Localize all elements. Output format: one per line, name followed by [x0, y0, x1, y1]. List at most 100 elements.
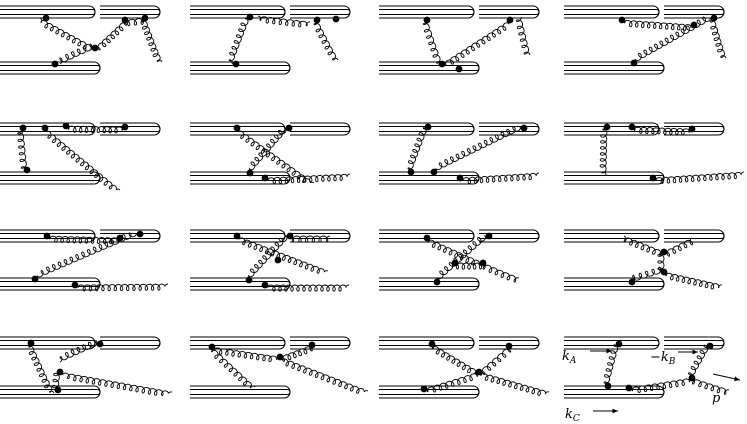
gluon-line	[422, 19, 443, 65]
gluon-line	[28, 342, 55, 394]
gluon-line	[631, 266, 665, 283]
gluon-line	[652, 171, 745, 185]
outer-line	[190, 5, 286, 19]
outer-line	[664, 336, 725, 350]
panel-11	[379, 229, 540, 291]
vertex-dot	[630, 59, 638, 67]
vertex-dot	[56, 368, 64, 376]
vertex-dot	[27, 339, 35, 347]
vertex-dot	[121, 123, 129, 131]
gluon-line	[17, 129, 28, 171]
panel-13	[0, 336, 161, 399]
top-left-line	[379, 5, 475, 19]
vertex-dot	[308, 341, 316, 349]
arrow-kC	[593, 408, 618, 414]
top-left-line	[564, 122, 660, 136]
gluon-line	[623, 235, 665, 257]
vertex-dot	[246, 13, 254, 21]
vertex-dot	[438, 60, 446, 68]
vertex-dot	[475, 368, 483, 376]
arrow-p	[712, 373, 741, 382]
vertex-dot	[649, 174, 657, 182]
gluon-line	[436, 235, 490, 283]
gluon-line	[478, 371, 550, 396]
top-left-line	[190, 336, 286, 350]
gluon-line	[433, 126, 525, 173]
vertex-dot	[54, 386, 62, 394]
vertex-dot	[96, 340, 104, 348]
vertex-dot	[43, 232, 51, 240]
arrow-head	[612, 408, 618, 414]
vertex-dot	[420, 385, 428, 393]
panel-15	[379, 336, 540, 399]
inner-line	[379, 388, 480, 396]
label-kC: kC	[565, 407, 580, 424]
outer-line	[379, 5, 475, 19]
gluon-line	[51, 371, 61, 391]
gluon-line	[211, 346, 256, 389]
bottom-line	[190, 385, 291, 399]
outer-line	[564, 336, 660, 350]
inner-line	[190, 64, 291, 72]
inner-line	[190, 280, 291, 288]
vertex-dot	[625, 384, 633, 392]
arrow-head	[606, 348, 612, 354]
gluon-line	[482, 262, 520, 283]
gluon-line	[407, 126, 429, 173]
inner-line	[290, 125, 351, 133]
bottom-line	[379, 385, 480, 399]
top-left-line	[379, 229, 475, 243]
arrow-kB	[678, 349, 698, 355]
gluon-line	[279, 344, 313, 362]
outer-line	[564, 171, 665, 185]
outer-line	[379, 61, 480, 75]
inner-line	[564, 339, 660, 347]
inner-line	[564, 232, 660, 240]
top-left-line	[0, 122, 96, 136]
gluon-line	[124, 17, 146, 27]
vertex-dot	[71, 281, 79, 289]
inner-line	[664, 125, 725, 133]
bottom-line	[0, 61, 101, 75]
top-left-line	[379, 336, 475, 350]
top-right-line	[290, 5, 351, 19]
outer-line	[290, 122, 351, 136]
panel-2	[190, 5, 351, 75]
gluon-line	[289, 235, 331, 243]
vertex-dot	[660, 248, 668, 256]
inner-line	[379, 232, 475, 240]
panel-3	[379, 5, 540, 75]
bottom-line	[379, 61, 480, 75]
gluon-line	[44, 127, 121, 191]
gluon-line	[211, 346, 281, 363]
vertex-dot	[433, 278, 441, 286]
inner-line	[100, 232, 161, 240]
inner-line	[379, 280, 480, 288]
outer-line	[100, 336, 161, 350]
inner-line	[0, 8, 96, 16]
panel-14	[190, 336, 351, 399]
outer-line	[190, 336, 286, 350]
inner-line	[290, 232, 351, 240]
inner-line	[664, 339, 725, 347]
top-right-line	[100, 122, 161, 136]
outer-line	[379, 277, 480, 291]
vertex-dot	[19, 124, 27, 132]
vertex-dot	[479, 259, 487, 267]
inner-line	[0, 388, 101, 396]
gluon-line	[441, 19, 511, 66]
top-left-line	[564, 5, 660, 19]
outer-line	[100, 5, 161, 19]
gluon-line	[39, 17, 96, 51]
vertex-dot	[246, 169, 254, 177]
outer-line	[564, 229, 660, 243]
top-right-line	[290, 229, 351, 243]
outer-line	[0, 336, 96, 350]
arrow-head	[734, 376, 740, 382]
bottom-line	[190, 61, 291, 75]
vertex-dot	[628, 278, 636, 286]
panel-12	[564, 229, 725, 291]
gluon-line	[236, 235, 329, 274]
vertex-dot	[23, 166, 31, 174]
inner-line	[564, 388, 665, 396]
